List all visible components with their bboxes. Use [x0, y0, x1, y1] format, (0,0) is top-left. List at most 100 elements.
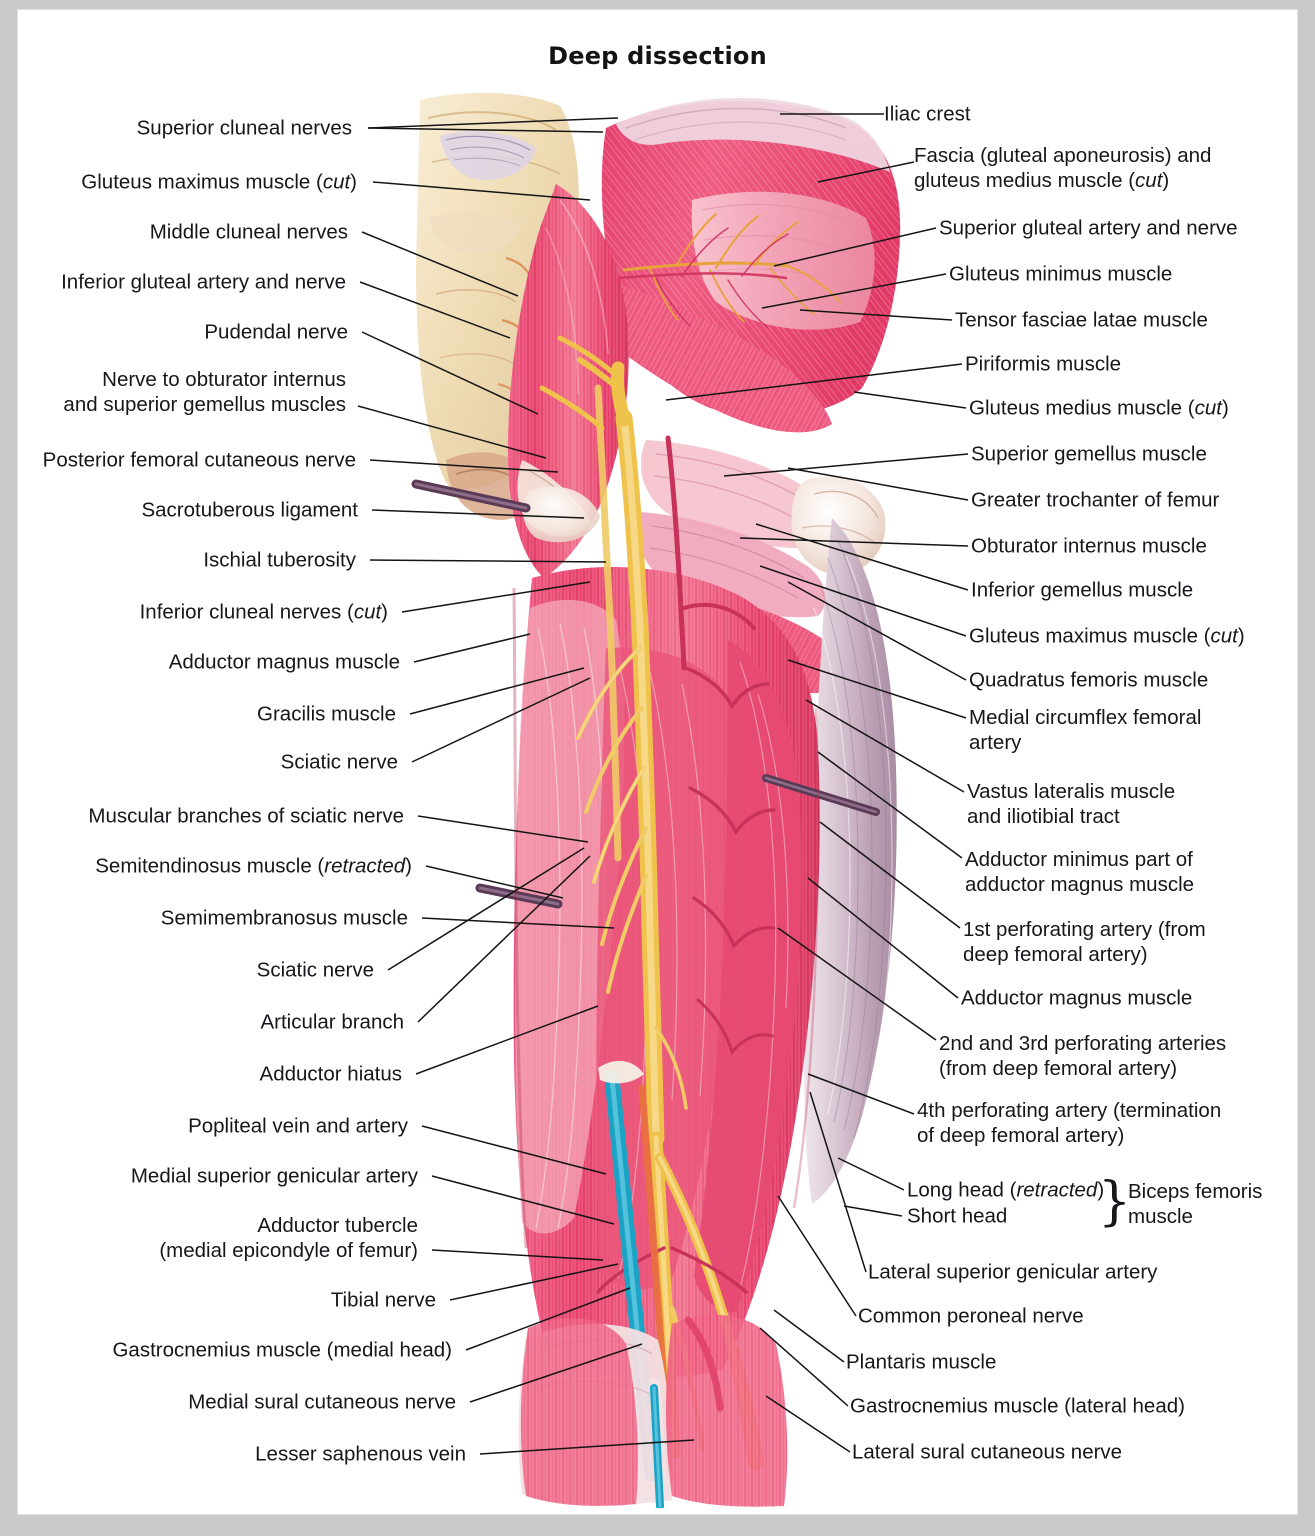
label-2nd-3rd-perforating-arteries: 2nd and 3rd perforating arteries (from d…	[939, 1032, 1227, 1080]
leader-adductor-magnus-left	[413, 633, 531, 663]
leader-superior-gemellus	[723, 453, 969, 477]
label-medial-sural-cutaneous-nerve: Medial sural cutaneous nerve	[188, 1390, 456, 1414]
leader-quadratus-femoris	[787, 581, 967, 681]
leader-vastus-lateralis	[805, 699, 965, 793]
label-medial-superior-genicular-artery: Medial superior genicular artery	[130, 1164, 418, 1188]
leader-adductor-hiatus	[415, 1005, 599, 1075]
leader-greater-trochanter	[787, 467, 969, 501]
label-gluteus-maximus-muscle-cut: Gluteus maximus muscle (cut)	[81, 170, 357, 194]
label-semitendinosus-muscle-retracted: Semitendinosus muscle (retracted)	[95, 854, 412, 878]
leader-gluteus-minimus	[761, 273, 947, 309]
leader-4th-perforating	[807, 1073, 915, 1115]
label-superior-gluteal-artery-and-nerve: Superior gluteal artery and nerve	[939, 216, 1238, 240]
label-obturator-internus-muscle: Obturator internus muscle	[971, 534, 1207, 558]
label-gluteus-medius-muscle-cut: Gluteus medius muscle (cut)	[969, 396, 1229, 420]
label-lateral-sural-cutaneous-nerve: Lateral sural cutaneous nerve	[852, 1440, 1123, 1464]
leader-gluteus-maximus-cut-left	[372, 181, 591, 201]
label-piriformis-muscle: Piriformis muscle	[965, 352, 1122, 376]
label-semimembranosus-muscle: Semimembranosus muscle	[160, 906, 408, 930]
label-sciatic-nerve-upper: Sciatic nerve	[280, 750, 398, 774]
leader-adductor-minimus	[817, 751, 963, 859]
leader-inferior-gemellus	[755, 523, 969, 591]
leader-obturator-internus	[739, 537, 969, 547]
label-adductor-minimus-part: Adductor minimus part of adductor magnus…	[965, 848, 1195, 896]
label-posterior-femoral-cutaneous-nerve: Posterior femoral cutaneous nerve	[42, 448, 356, 472]
leader-lesser-saphenous	[479, 1439, 695, 1455]
label-biceps-long-head: Long head (retracted)	[907, 1178, 1105, 1202]
leader-muscular-branches	[417, 815, 589, 843]
label-superior-gemellus-muscle: Superior gemellus muscle	[971, 442, 1207, 466]
leader-tensor-fasciae-latae	[799, 309, 953, 321]
label-iliac-crest: Iliac crest	[884, 102, 971, 126]
leader-semitendinosus	[425, 865, 564, 899]
leader-first-perforating	[819, 821, 961, 929]
label-tibial-nerve: Tibial nerve	[330, 1288, 436, 1312]
leader-sacrotuberous-ligament	[371, 509, 585, 519]
label-adductor-hiatus: Adductor hiatus	[259, 1062, 402, 1086]
leader-gluteus-medius-cut	[853, 391, 967, 409]
label-fascia-gluteal-aponeurosis: Fascia (gluteal aponeurosis) and gluteus…	[914, 144, 1212, 192]
leader-ischial-tuberosity	[369, 559, 607, 563]
label-adductor-magnus-muscle-left: Adductor magnus muscle	[168, 650, 400, 674]
leader-nerve-obturator-internus	[357, 405, 547, 459]
label-tensor-fasciae-latae-muscle: Tensor fasciae latae muscle	[955, 308, 1208, 332]
label-gluteus-minimus-muscle: Gluteus minimus muscle	[949, 262, 1173, 286]
leader-2nd-3rd-perforating	[777, 927, 937, 1041]
figure-sheet: Deep dissection	[18, 10, 1297, 1514]
leader-adductor-tubercle	[431, 1249, 604, 1261]
leader-fascia-aponeurosis	[817, 161, 915, 183]
label-middle-cluneal-nerves: Middle cluneal nerves	[149, 220, 348, 244]
leader-tibial-nerve	[449, 1263, 619, 1301]
label-plantaris-muscle: Plantaris muscle	[846, 1350, 997, 1374]
brace-biceps-femoris: }	[1098, 1172, 1132, 1232]
label-gastrocnemius-muscle-medial-head: Gastrocnemius muscle (medial head)	[112, 1338, 452, 1362]
leader-articular-branch	[417, 855, 591, 1023]
leader-posterior-femoral-cutaneous	[369, 459, 559, 473]
leader-medial-superior-genicular	[431, 1175, 615, 1225]
label-lateral-superior-genicular-artery: Lateral superior genicular artery	[868, 1260, 1158, 1284]
label-superior-cluneal-nerves: Superior cluneal nerves	[136, 116, 352, 140]
anatomical-illustration	[410, 88, 910, 1508]
leader-sciatic-nerve-lower	[387, 847, 585, 971]
leader-inferior-cluneal-nerves	[401, 581, 591, 613]
label-4th-perforating-artery: 4th perforating artery (termination of d…	[917, 1099, 1222, 1147]
label-adductor-magnus-muscle-right: Adductor magnus muscle	[961, 986, 1193, 1010]
label-sciatic-nerve-lower: Sciatic nerve	[256, 958, 374, 982]
leader-piriformis	[665, 363, 963, 401]
label-inferior-cluneal-nerves-cut: Inferior cluneal nerves (cut)	[139, 600, 388, 624]
leader-biceps-short-head	[843, 1205, 903, 1217]
label-first-perforating-artery: 1st perforating artery (from deep femora…	[963, 918, 1206, 966]
label-pudendal-nerve: Pudendal nerve	[204, 320, 348, 344]
leader-gluteus-maximus-cut-right	[759, 565, 967, 637]
label-nerve-to-obturator-internus: Nerve to obturator internus and superior…	[63, 368, 346, 416]
leader-medial-circumflex	[787, 659, 967, 719]
label-articular-branch: Articular branch	[260, 1010, 404, 1034]
label-lesser-saphenous-vein: Lesser saphenous vein	[255, 1442, 466, 1466]
leader-semimembranosus	[421, 917, 615, 929]
leader-common-peroneal	[777, 1195, 857, 1317]
label-gluteus-maximus-muscle-cut-right: Gluteus maximus muscle (cut)	[969, 624, 1245, 648]
label-ischial-tuberosity: Ischial tuberosity	[203, 548, 356, 572]
label-inferior-gemellus-muscle: Inferior gemellus muscle	[971, 578, 1194, 602]
label-sacrotuberous-ligament: Sacrotuberous ligament	[141, 498, 358, 522]
label-gracilis-muscle: Gracilis muscle	[257, 702, 396, 726]
label-biceps-femoris-muscle: Biceps femoris muscle	[1128, 1180, 1263, 1228]
leader-medial-sural	[469, 1343, 643, 1403]
label-adductor-tubercle: Adductor tubercle (medial epicondyle of …	[159, 1214, 418, 1262]
label-vastus-lateralis-muscle: Vastus lateralis muscle and iliotibial t…	[967, 780, 1176, 828]
leader-lines	[357, 113, 969, 1455]
page-title: Deep dissection	[548, 42, 767, 70]
leader-gracilis-muscle	[409, 667, 585, 715]
label-muscular-branches-of-sciatic-nerve: Muscular branches of sciatic nerve	[88, 804, 404, 828]
label-biceps-short-head: Short head	[907, 1204, 1008, 1228]
leader-inferior-gluteal	[359, 281, 511, 339]
leader-middle-cluneal-nerves	[361, 231, 519, 297]
leader-plantaris	[773, 1309, 845, 1363]
leader-superior-gluteal	[773, 227, 937, 267]
label-greater-trochanter-of-femur: Greater trochanter of femur	[971, 488, 1220, 512]
leader-superior-cluneal-nerves-b	[367, 127, 604, 133]
label-inferior-gluteal-artery-and-nerve: Inferior gluteal artery and nerve	[61, 270, 346, 294]
label-medial-circumflex-femoral-artery: Medial circumflex femoral artery	[969, 706, 1202, 754]
label-common-peroneal-nerve: Common peroneal nerve	[858, 1304, 1084, 1328]
